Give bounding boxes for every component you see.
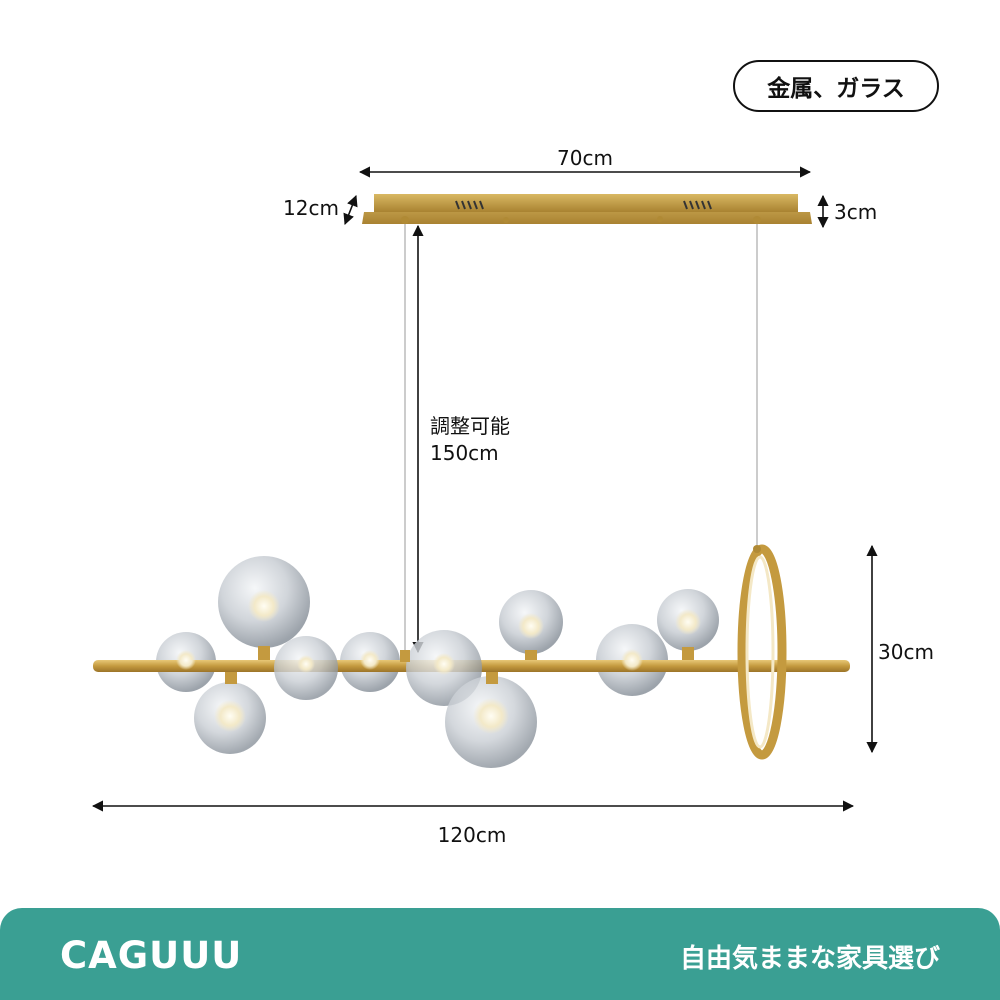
bulb-glows-front	[176, 649, 643, 734]
material-badge: 金属、ガラス	[733, 60, 939, 112]
canopy-vent-right	[683, 200, 712, 210]
fixture-length-label: 120cm	[437, 823, 507, 847]
halo-ring	[737, 544, 787, 760]
canopy-vent-left	[455, 200, 484, 210]
brand-tagline: 自由気ままな家具選び	[679, 944, 940, 974]
ceiling-canopy	[362, 194, 812, 224]
adjustable-label: 調整可能	[430, 414, 510, 438]
material-badge-text: 金属、ガラス	[767, 76, 905, 102]
bulb-glows-back	[248, 590, 701, 639]
footer-banner: CAGUUU 自由気ままな家具選び	[0, 908, 1000, 1000]
canopy-height-label: 3cm	[834, 200, 878, 224]
brand-logo: CAGUUU	[60, 934, 243, 977]
canopy-width-label: 70cm	[557, 146, 613, 170]
bulb-sockets	[225, 646, 694, 684]
canopy-depth-label: 12cm	[283, 196, 339, 220]
fixture-height-label: 30cm	[878, 640, 934, 664]
canopy-depth-arrow	[343, 194, 358, 226]
adjustable-length-label: 150cm	[430, 441, 499, 465]
